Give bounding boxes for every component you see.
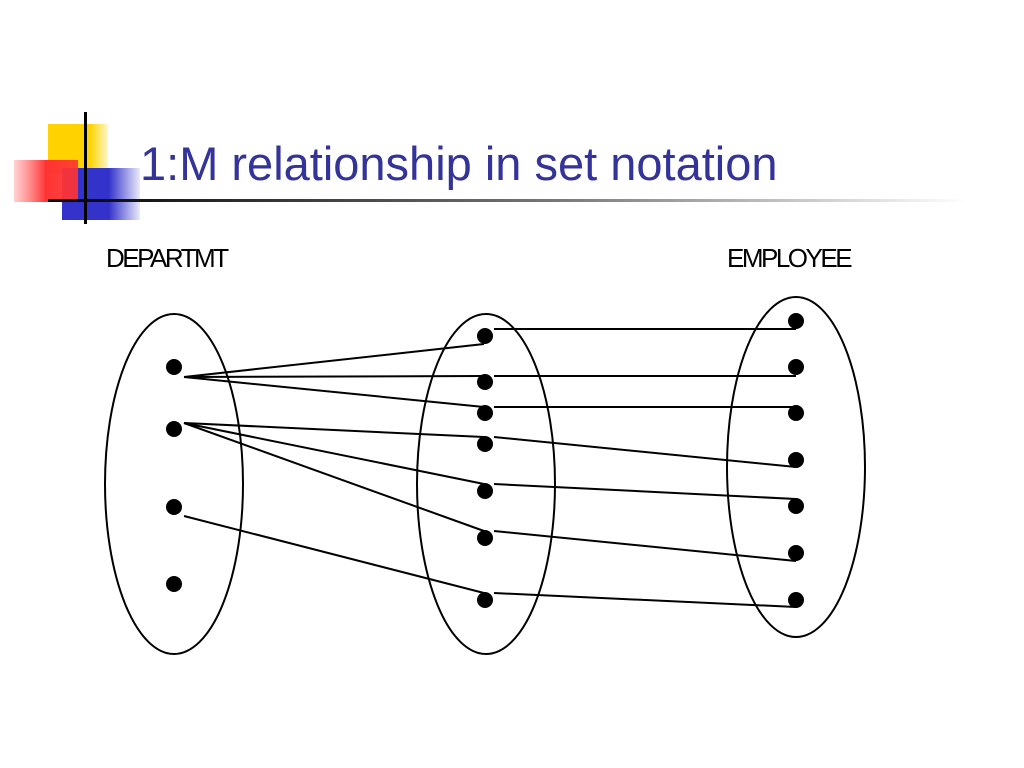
departmt-set-label: DEPARTMT bbox=[106, 243, 229, 273]
link-line bbox=[183, 343, 485, 378]
departmt-element-dot bbox=[166, 421, 182, 437]
employee-element-dot bbox=[788, 405, 804, 421]
middle-element-dot bbox=[477, 374, 493, 390]
employee-element-dot bbox=[788, 452, 804, 468]
departmt-elements bbox=[166, 359, 182, 592]
link-line bbox=[493, 530, 797, 562]
link-line bbox=[183, 422, 485, 438]
link-line bbox=[493, 436, 797, 468]
link-line bbox=[493, 483, 797, 500]
middle-element-dot bbox=[477, 328, 493, 344]
link-line bbox=[183, 422, 485, 532]
middle-to-employee-links bbox=[493, 328, 797, 608]
employee-element-dot bbox=[788, 498, 804, 514]
middle-element-dot bbox=[477, 483, 493, 499]
middle-element-dot bbox=[477, 592, 493, 608]
employee-element-dot bbox=[788, 313, 804, 329]
departmt-to-middle-links bbox=[183, 343, 485, 594]
employee-element-dot bbox=[788, 359, 804, 375]
departmt-element-dot bbox=[166, 359, 182, 375]
link-line bbox=[183, 376, 485, 408]
link-line bbox=[183, 375, 485, 378]
employee-set-ellipse bbox=[726, 296, 866, 638]
departmt-element-dot bbox=[166, 499, 182, 515]
employee-element-dot bbox=[788, 545, 804, 561]
middle-element-dot bbox=[477, 530, 493, 546]
link-line bbox=[493, 592, 797, 608]
red-square bbox=[14, 160, 78, 202]
middle-set-ellipse bbox=[416, 313, 556, 655]
vertical-rule bbox=[84, 112, 87, 224]
departmt-element-dot bbox=[166, 576, 182, 592]
employee-element-dot bbox=[788, 592, 804, 608]
middle-element-dot bbox=[477, 436, 493, 452]
employee-elements bbox=[788, 313, 804, 608]
link-line bbox=[183, 515, 485, 594]
link-line bbox=[183, 422, 485, 485]
employee-set-label: EMPLOYEE bbox=[727, 243, 853, 273]
title-underline bbox=[48, 199, 968, 202]
middle-elements bbox=[477, 328, 493, 608]
departmt-set-ellipse bbox=[104, 313, 244, 655]
middle-element-dot bbox=[477, 405, 493, 421]
title-decoration bbox=[14, 112, 968, 224]
slide-title: 1:M relationship in set notation bbox=[140, 137, 778, 190]
